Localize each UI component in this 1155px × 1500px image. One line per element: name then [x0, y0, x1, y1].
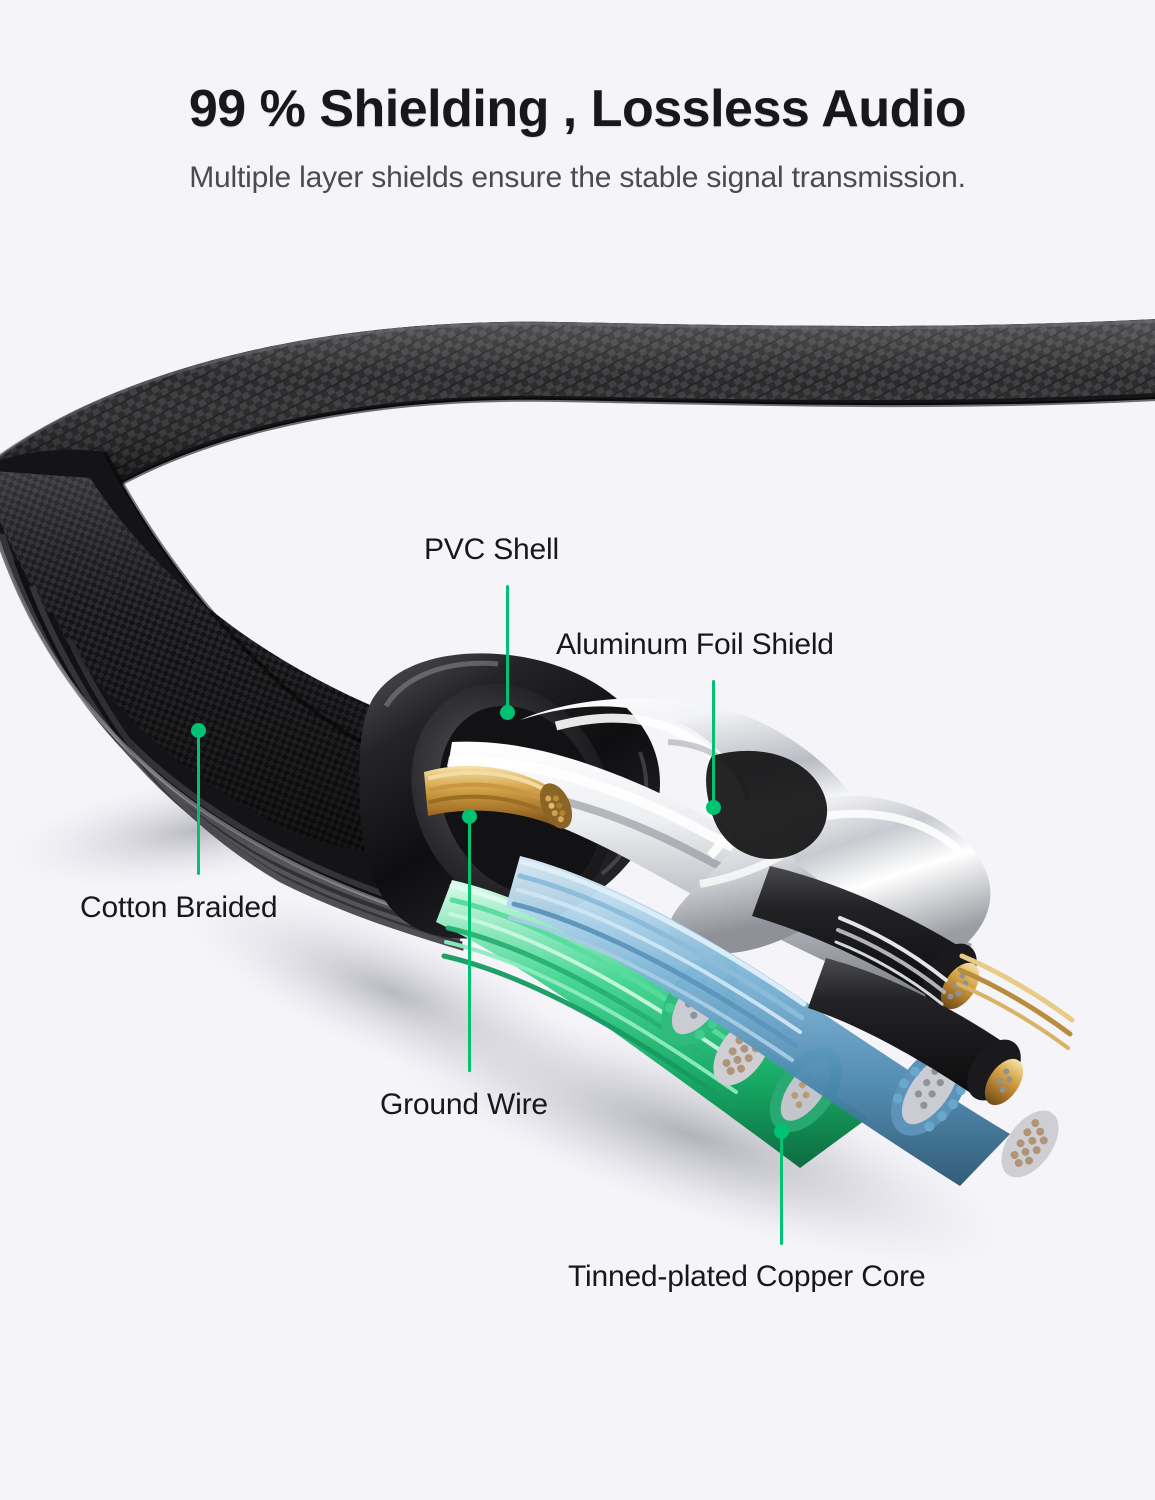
braided-sleeve-upper: [0, 318, 1155, 550]
page-title: 99 % Shielding , Lossless Audio: [188, 80, 967, 138]
black-jacketed-subcable-lower: [808, 958, 1024, 1106]
callout-label-cotton-braided: Cotton Braided: [80, 891, 278, 924]
callout-dot-icon: [500, 705, 515, 720]
ground-wire-bundle: [424, 765, 573, 829]
header: 99 % Shielding , Lossless Audio Multiple…: [0, 0, 1155, 196]
callout-leader-line: [468, 820, 471, 1072]
callout-dot-icon: [191, 723, 206, 738]
callout-leader-line: [780, 1135, 783, 1245]
blue-conductor-bundle: [506, 856, 1059, 1186]
callout-leader-line: [506, 585, 509, 713]
callout-leader-line: [712, 680, 715, 808]
callout-label-ground-wire: Ground Wire: [380, 1088, 548, 1121]
page-subtitle: Multiple layer shields ensure the stable…: [189, 161, 966, 195]
cable-shadow-left: [186, 889, 598, 1095]
callout-label-aluminum-foil-shield: Aluminum Foil Shield: [556, 628, 834, 661]
callout-label-tinned-plated-copper-core: Tinned-plated Copper Core: [568, 1260, 926, 1293]
callout-label-pvc-shell: PVC Shell: [424, 533, 559, 566]
callout-leader-line: [197, 735, 200, 875]
callout-dot-icon: [462, 809, 477, 824]
tinned-strand-group: [834, 916, 948, 1006]
tinned-core-face: [1001, 1110, 1059, 1178]
callout-dot-icon: [706, 800, 721, 815]
callout-dot-icon: [774, 1124, 789, 1139]
